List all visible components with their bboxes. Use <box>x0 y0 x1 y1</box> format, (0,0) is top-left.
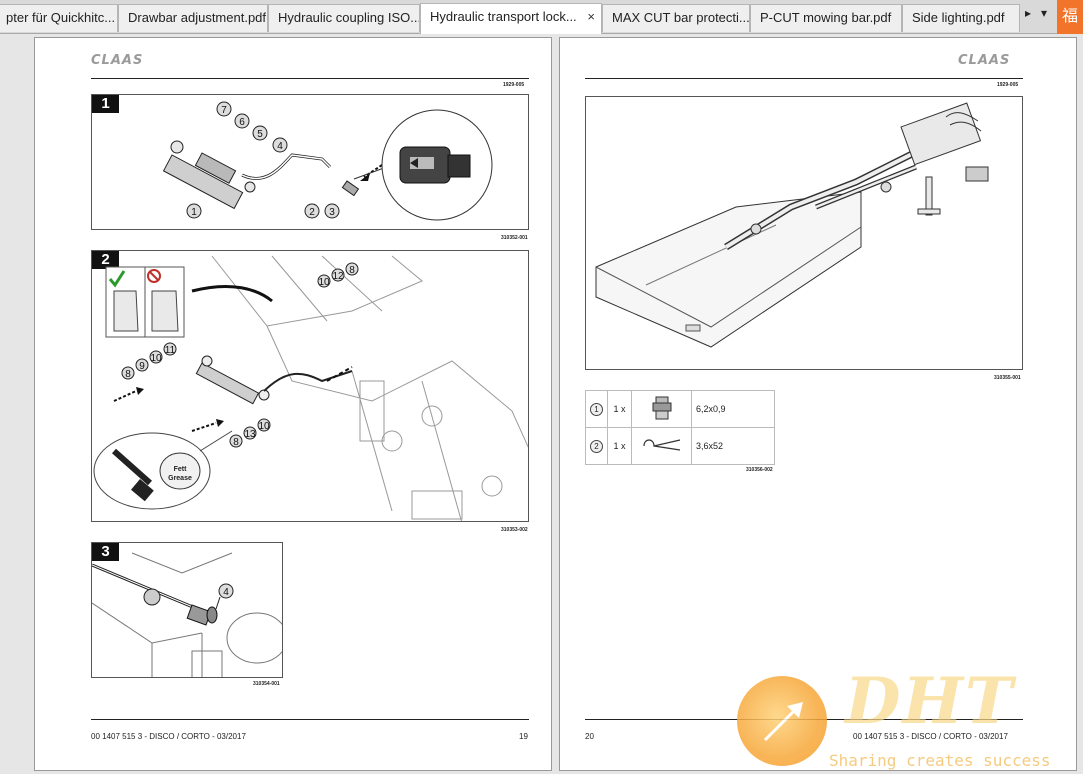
item-quantity: 1 x <box>607 427 632 465</box>
tab-quickhitch-adapter[interactable]: pter für Quickhitc... <box>0 4 118 32</box>
tab-list-menu-icon[interactable]: ▾ <box>1041 6 1048 20</box>
figure-1-code: 310352-001 <box>501 235 528 241</box>
svg-text:13: 13 <box>244 429 256 440</box>
figure-1: 1 <box>91 94 529 230</box>
tab-hydraulic-coupling[interactable]: Hydraulic coupling ISO... <box>268 4 420 32</box>
doc-code: 1929-005 <box>503 82 525 88</box>
footer-rule <box>91 719 529 720</box>
table-row: 1 1 x 6,2x0,9 <box>585 390 775 428</box>
svg-text:8: 8 <box>233 437 239 448</box>
svg-text:4: 4 <box>277 141 283 152</box>
svg-text:10: 10 <box>258 421 270 432</box>
svg-text:10: 10 <box>150 353 162 364</box>
figure-2-drawing: Fett Grease 8 12 10 8 9 10 11 8 13 10 <box>93 255 528 521</box>
svg-text:3: 3 <box>329 207 335 218</box>
table-row: 2 1 x 3,6x52 <box>585 427 775 465</box>
figure-3-drawing: 4 <box>92 552 282 677</box>
svg-text:6: 6 <box>239 117 245 128</box>
svg-text:8: 8 <box>349 265 355 276</box>
svg-text:5: 5 <box>257 129 263 140</box>
item-size: 3,6x52 <box>691 427 775 465</box>
parts-table: 1 1 x 6,2x0,9 2 1 x <box>585 390 775 465</box>
footer-doc-info: 00 1407 515 3 - DISCO / CORTO - 03/2017 <box>91 732 246 741</box>
tab-drawbar-adjustment[interactable]: Drawbar adjustment.pdf <box>118 4 268 32</box>
tab-hydraulic-transport-lock[interactable]: Hydraulic transport lock... × <box>420 3 602 34</box>
document-tab-bar: pter für Quickhitc... Drawbar adjustment… <box>0 0 1083 34</box>
watermark-logo <box>737 676 827 766</box>
tab-max-cut-bar[interactable]: MAX CUT bar protecti... <box>602 4 750 32</box>
svg-text:12: 12 <box>332 271 344 282</box>
figure-2-callouts: 8 12 10 8 9 10 11 8 13 10 <box>121 262 359 448</box>
part-image <box>631 390 692 428</box>
app-badge-icon[interactable]: 福 <box>1057 0 1083 34</box>
tab-p-cut-mowing-bar[interactable]: P-CUT mowing bar.pdf <box>750 4 902 32</box>
figure-3: 3 4 <box>91 542 283 678</box>
mower-figure-code: 310355-001 <box>994 375 1021 381</box>
claas-logo: CLAAS <box>91 53 144 68</box>
watermark-brand: DHT <box>845 664 1015 739</box>
page-number: 20 <box>585 732 594 741</box>
figure-1-drawing: 7 6 5 4 1 2 3 <box>162 101 493 221</box>
pdf-page-20: CLAAS 1929-005 <box>559 37 1077 771</box>
svg-text:8: 8 <box>125 369 131 380</box>
watermark-slogan: Sharing creates success <box>829 751 1051 770</box>
tab-side-lighting[interactable]: Side lighting.pdf <box>902 4 1020 32</box>
header-rule <box>585 78 1023 79</box>
footer-doc-info: 00 1407 515 3 - DISCO / CORTO - 03/2017 <box>853 732 1008 741</box>
arrow-icon <box>763 702 803 742</box>
svg-text:2: 2 <box>309 207 315 218</box>
item-number: 2 <box>590 439 603 453</box>
svg-text:11: 11 <box>165 345 176 356</box>
item-quantity: 1 x <box>607 390 632 428</box>
pdf-viewer: CLAAS 1929-005 1 <box>0 34 1083 774</box>
claas-logo: CLAAS <box>958 53 1011 68</box>
figure-number: 1 <box>92 95 119 113</box>
figure-number: 2 <box>92 251 119 269</box>
figure-3-code: 310354-001 <box>253 681 280 687</box>
mower-drawing <box>595 102 989 348</box>
spring-pin-icon <box>642 439 680 451</box>
svg-text:7: 7 <box>221 105 227 116</box>
part-image <box>631 427 692 465</box>
mower-figure <box>585 96 1023 370</box>
fitting-part-icon <box>652 396 671 420</box>
tab-scroll-right-icon[interactable]: ▸ <box>1025 6 1032 20</box>
figure-3-callout: 4 <box>223 587 229 598</box>
svg-text:9: 9 <box>139 361 145 372</box>
doc-code: 1929-005 <box>997 82 1019 88</box>
page-number: 19 <box>519 732 528 741</box>
figure-1-callouts: 7 6 5 4 1 2 3 <box>186 101 340 219</box>
grease-label-de: Fett <box>174 466 188 473</box>
figure-2-code: 310353-002 <box>501 527 528 533</box>
svg-text:1: 1 <box>191 207 197 218</box>
figure-2: 2 <box>91 250 529 522</box>
header-rule <box>91 78 529 79</box>
pdf-page-19: CLAAS 1929-005 1 <box>34 37 552 771</box>
figure-number: 3 <box>92 543 119 561</box>
svg-text:10: 10 <box>318 277 330 288</box>
grease-label-en: Grease <box>168 475 192 482</box>
parts-table-code: 310356-002 <box>746 467 773 473</box>
item-number: 1 <box>590 402 603 416</box>
tab-close-icon[interactable]: × <box>587 9 595 24</box>
item-size: 6,2x0,9 <box>691 390 775 428</box>
